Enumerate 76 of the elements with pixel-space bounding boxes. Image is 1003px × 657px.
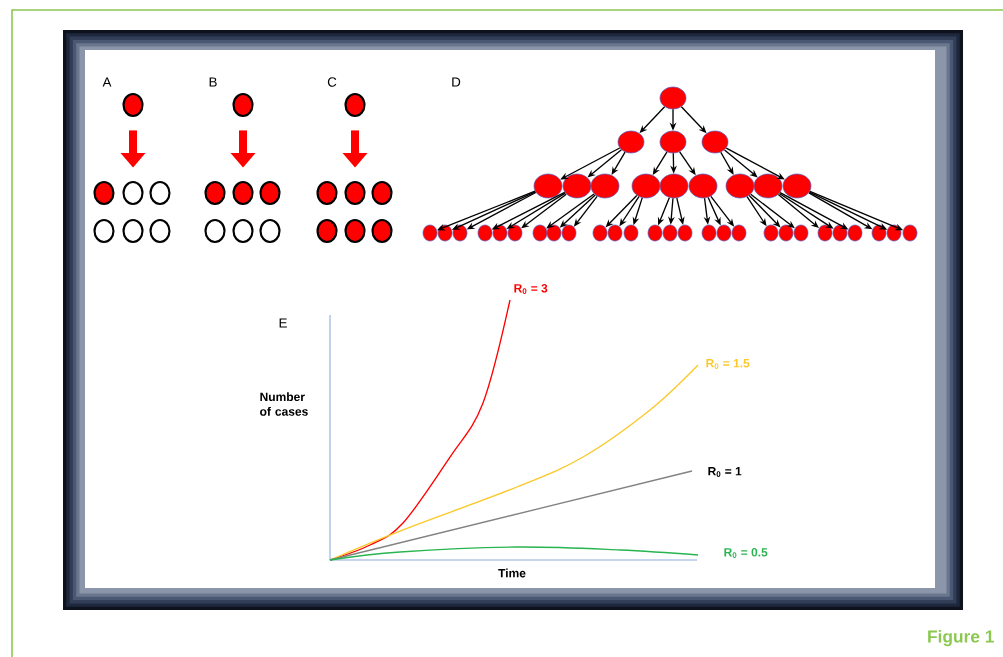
tree-node	[623, 224, 639, 242]
arrow	[611, 151, 626, 175]
tree-node	[677, 224, 693, 242]
tree-node	[871, 224, 887, 242]
tree-node	[437, 224, 453, 242]
tree-node	[631, 173, 661, 199]
tree-node	[782, 173, 812, 199]
filled-circle	[93, 180, 115, 206]
filled-circle	[371, 180, 393, 206]
curve-label: R$_{0}$ = 1	[708, 467, 742, 477]
curve-label: R$_{0}$ = 0.5	[724, 548, 768, 558]
arrow	[546, 193, 595, 229]
tree-node	[532, 224, 548, 242]
filled-circle	[316, 218, 338, 244]
tree-node	[422, 224, 438, 242]
tree-node	[659, 130, 687, 154]
tree-node	[452, 224, 468, 242]
axis-label: Number of cases	[260, 392, 308, 416]
tree-node	[793, 224, 809, 242]
empty-circle	[149, 218, 171, 244]
tree-node	[886, 224, 902, 242]
curve-label: R$_{0}$ = 3	[514, 284, 548, 294]
tree-node	[731, 224, 747, 242]
tree-node	[847, 224, 863, 242]
empty-circle	[204, 218, 226, 244]
panel-letter: B	[209, 77, 217, 87]
tree-node	[590, 173, 620, 199]
tree-node	[492, 224, 508, 242]
empty-circle	[149, 180, 171, 206]
filled-circle	[232, 92, 254, 118]
filled-circle	[259, 180, 281, 206]
filled-circle	[122, 92, 144, 118]
panel-letter: A	[102, 77, 112, 87]
axis-label: Time	[498, 568, 526, 578]
tree-node	[753, 173, 783, 199]
tree-node	[561, 224, 577, 242]
filled-circle	[344, 180, 366, 206]
tree-node	[546, 224, 562, 242]
curve-label: R$_{0}$ = 1.5	[706, 359, 750, 369]
tree-node	[902, 224, 918, 242]
empty-circle	[122, 218, 144, 244]
filled-circle	[204, 180, 226, 206]
figure-caption: Figure 1	[928, 629, 994, 647]
empty-circle	[93, 218, 115, 244]
tree-node	[592, 224, 608, 242]
tree-node	[662, 224, 678, 242]
tree-node	[533, 173, 563, 199]
filled-circle	[344, 92, 366, 118]
arrow	[720, 151, 734, 175]
tree-node	[701, 224, 717, 242]
tree-node	[725, 173, 755, 199]
tree-node	[562, 173, 592, 199]
tree-node	[817, 224, 833, 242]
tree-node	[507, 224, 523, 242]
filled-circle	[232, 180, 254, 206]
tree-node	[716, 224, 732, 242]
panel-letter: E	[279, 318, 287, 328]
empty-circle	[259, 218, 281, 244]
tree-node	[832, 224, 848, 242]
panel-letter: D	[452, 77, 461, 87]
tree-node	[647, 224, 663, 242]
filled-circle	[316, 180, 338, 206]
filled-circle	[371, 218, 393, 244]
tree-node	[477, 224, 493, 242]
tree-node	[763, 224, 779, 242]
empty-circle	[232, 218, 254, 244]
filled-circle	[344, 218, 366, 244]
tree-node	[659, 86, 687, 110]
panel-letter: C	[327, 77, 337, 87]
empty-circle	[122, 180, 144, 206]
tree-node	[688, 173, 718, 199]
tree-node	[607, 224, 623, 242]
tree-node	[617, 130, 645, 154]
tree-node	[701, 130, 729, 154]
tree-node	[778, 224, 794, 242]
tree-node	[659, 173, 689, 199]
